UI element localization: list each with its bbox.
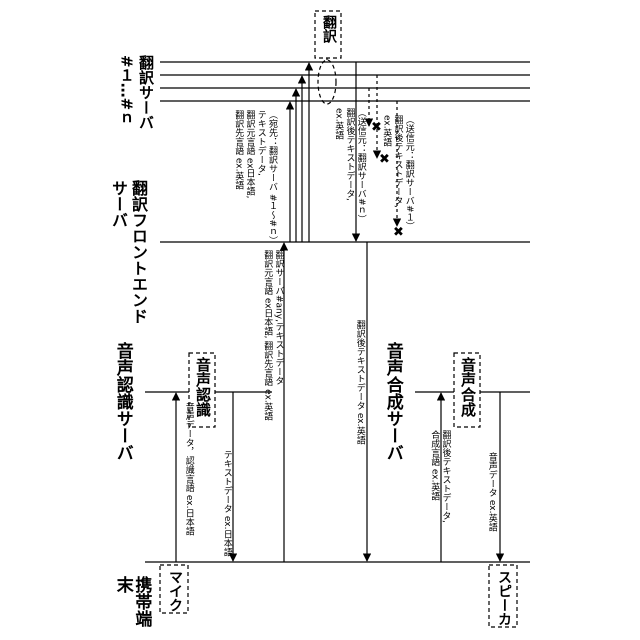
message-audio-english: 音声データ ex.英語 [486,452,497,531]
translate-label: 翻訳 [319,15,339,43]
message-audio-recognition: 音声データ，認識言語 ex.日本語 [183,402,194,535]
terminal-lane-title: 携帯端末 [113,576,150,640]
message-text-japanese: テキストデータ ex.日本語 [221,450,232,556]
message-translated-to-tts: 翻訳後テキストデータ, 合成言語 ex.英語 [428,430,451,523]
asr-lane-title: 音声認識サーバ [113,342,132,461]
tts-label: 音声合成 [458,357,479,417]
message-fanout: （宛先：翻訳サーバ #１〜#ｎ） テキストデータ, 翻訳元言語 ex日本語, 翻… [232,110,277,245]
message-translated-text: 翻訳後テキストデータ ex.英語 [354,320,365,444]
asr-label: 音声認識 [193,357,214,417]
message-translation-request: 翻訳サーバ#any,テキストデータ 翻訳元言語 ex日本語, 翻訳先言語 ex.… [261,250,284,421]
tts-lane-title: 音声合成サーバ [383,342,402,461]
message-result-server-1: （送信元：翻訳サーバ#１） 翻訳後テキストデータ, ex.英語 [380,115,414,231]
message-result-server-n: （送信元：翻訳サーバ#ｎ） 翻訳後テキストデータ, ex.英語 [332,108,366,224]
mic-label: マイク [165,570,185,612]
speaker-label: スピーカ [494,570,514,626]
translate-group-ellipse [318,60,336,104]
translation-lane-title: 翻訳サーバ #１…#ｎ [116,55,155,130]
frontend-lane-title: 翻訳フロントエンド サーバ [108,180,148,324]
